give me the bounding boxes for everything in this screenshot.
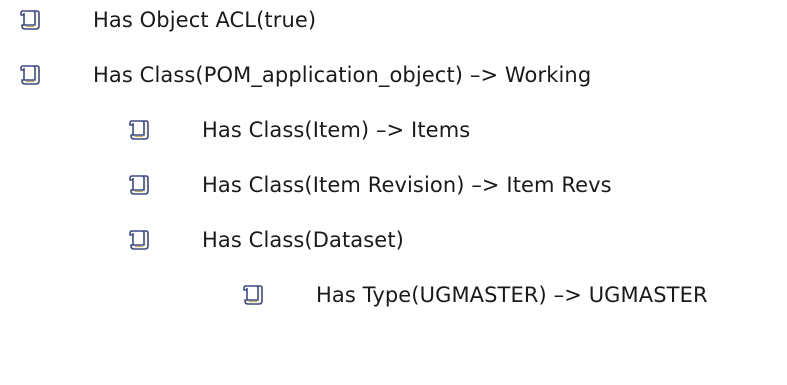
- tree-node-label: Has Class(POM_application_object) –> Wor…: [93, 63, 592, 87]
- scroll-icon: [129, 120, 149, 140]
- scroll-icon: [243, 285, 263, 305]
- tree-node-label: Has Class(Dataset): [202, 228, 404, 252]
- tree-node-has-class-item[interactable]: Has Class(Item) –> Items: [128, 110, 470, 150]
- tree-node-has-class-item-revision[interactable]: Has Class(Item Revision) –> Item Revs: [128, 165, 612, 205]
- tree-node-has-type-ugmaster[interactable]: Has Type(UGMASTER) –> UGMASTER: [242, 275, 708, 315]
- tree-node-label: Has Class(Item Revision) –> Item Revs: [202, 173, 612, 197]
- tree-node-has-class-pom-application-object[interactable]: Has Class(POM_application_object) –> Wor…: [19, 55, 591, 95]
- tree-node-label: Has Type(UGMASTER) –> UGMASTER: [316, 283, 708, 307]
- tree-node-has-object-acl[interactable]: Has Object ACL(true): [19, 0, 316, 40]
- scroll-icon: [20, 10, 40, 30]
- tree-node-label: Has Object ACL(true): [93, 8, 317, 32]
- tree-node-has-class-dataset[interactable]: Has Class(Dataset): [128, 220, 404, 260]
- tree-node-label: Has Class(Item) –> Items: [202, 118, 471, 142]
- scroll-icon: [20, 65, 40, 85]
- scroll-icon: [129, 175, 149, 195]
- scroll-icon: [129, 230, 149, 250]
